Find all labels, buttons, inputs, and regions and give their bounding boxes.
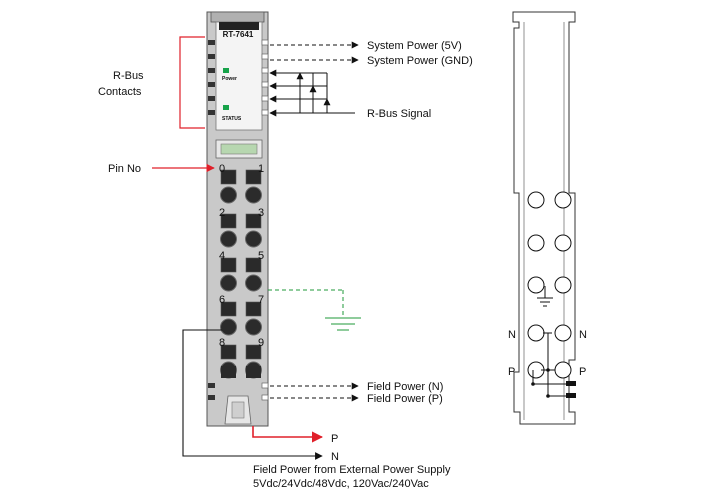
terminal-wire-hole [220,274,237,292]
terminal-release-slot [245,213,262,229]
schematic-n-right: N [579,329,587,341]
schematic-terminal [527,324,545,342]
status-led-label: STATUS [222,116,242,122]
rbus-contacts-label-2: Contacts [98,86,142,98]
terminal-release-slot [220,169,237,185]
field-power-p-label: Field Power (P) [367,393,443,405]
supply-description-2: 5Vdc/24Vdc/48Vdc, 120Vac/240Vac [253,478,429,490]
terminal-wire-hole [245,230,262,248]
schematic-terminal [554,276,572,294]
power-led [223,68,229,73]
terminal-release-slot [245,301,262,317]
rbus-bracket [179,36,205,129]
power-led-label: Power [222,76,237,82]
rbus-contacts-label-1: R-Bus [113,70,144,82]
io-module: RT-7641 Power STATUS [206,11,269,427]
terminal-release-slot [246,366,261,378]
schematic-terminal [527,234,545,252]
status-led [223,105,229,110]
schematic-p-left: P [508,366,515,378]
schematic-terminal [554,361,572,379]
pin-label-6: 6 [219,294,225,306]
module-top-clip [210,11,265,23]
terminal-release-slot [221,366,236,378]
schematic-n-left: N [508,329,516,341]
pin-label-5: 5 [258,250,264,262]
terminal-block [220,169,262,379]
ground-connection [268,289,361,331]
schematic-terminals [527,191,572,379]
schematic-terminal [527,191,545,209]
module-model: RT-7641 [223,30,254,39]
terminal-release-slot [245,169,262,185]
supply-n-label: N [331,451,339,463]
schematic-outline [512,11,576,425]
pin-no-label: Pin No [108,163,141,175]
terminal-wire-hole [245,274,262,292]
schematic-terminal [527,276,545,294]
pin-label-0: 0 [219,163,225,175]
rbus-contacts-right [261,39,269,116]
rbus-signal-label: R-Bus Signal [367,108,431,120]
pin-label-3: 3 [258,207,264,219]
schematic-ground [537,286,553,307]
model-band [219,22,259,30]
terminal-release-slot [245,344,262,360]
pin-label-9: 9 [258,337,264,349]
terminal-wire-hole [220,186,237,204]
rbus-contacts-left [208,40,215,115]
supply-n-wire [182,329,323,460]
field-power-contacts [208,383,215,400]
pin-label-2: 2 [219,207,225,219]
schematic-terminal [554,234,572,252]
schematic-p-right: P [579,366,586,378]
terminal-wire-hole [220,230,237,248]
terminal-wire-hole [245,186,262,204]
terminal-release-slot [220,301,237,317]
terminal-release-slot [245,257,262,273]
supply-p-wire [252,426,324,443]
module-label-panel [215,21,263,131]
schematic-terminal [554,324,572,342]
pin-label-1: 1 [258,163,264,175]
supply-p-label: P [331,433,338,445]
pin-label-8: 8 [219,337,225,349]
pin-numbers: 0 1 2 3 4 5 6 7 8 9 [219,163,264,349]
system-power-gnd-label: System Power (GND) [367,55,473,67]
pin-label-7: 7 [258,294,264,306]
terminal-release-slot [220,213,237,229]
terminal-release-slot [220,257,237,273]
field-power-n-label: Field Power (N) [367,381,443,393]
schematic-terminal [554,191,572,209]
system-power-5v-label: System Power (5V) [367,40,462,52]
terminal-wire-hole [220,318,237,336]
supply-description-1: Field Power from External Power Supply [253,464,451,476]
terminal-release-slot [220,344,237,360]
pin-label-4: 4 [219,250,225,262]
rbus-signal-arrows [269,69,355,117]
terminal-wire-hole [245,318,262,336]
